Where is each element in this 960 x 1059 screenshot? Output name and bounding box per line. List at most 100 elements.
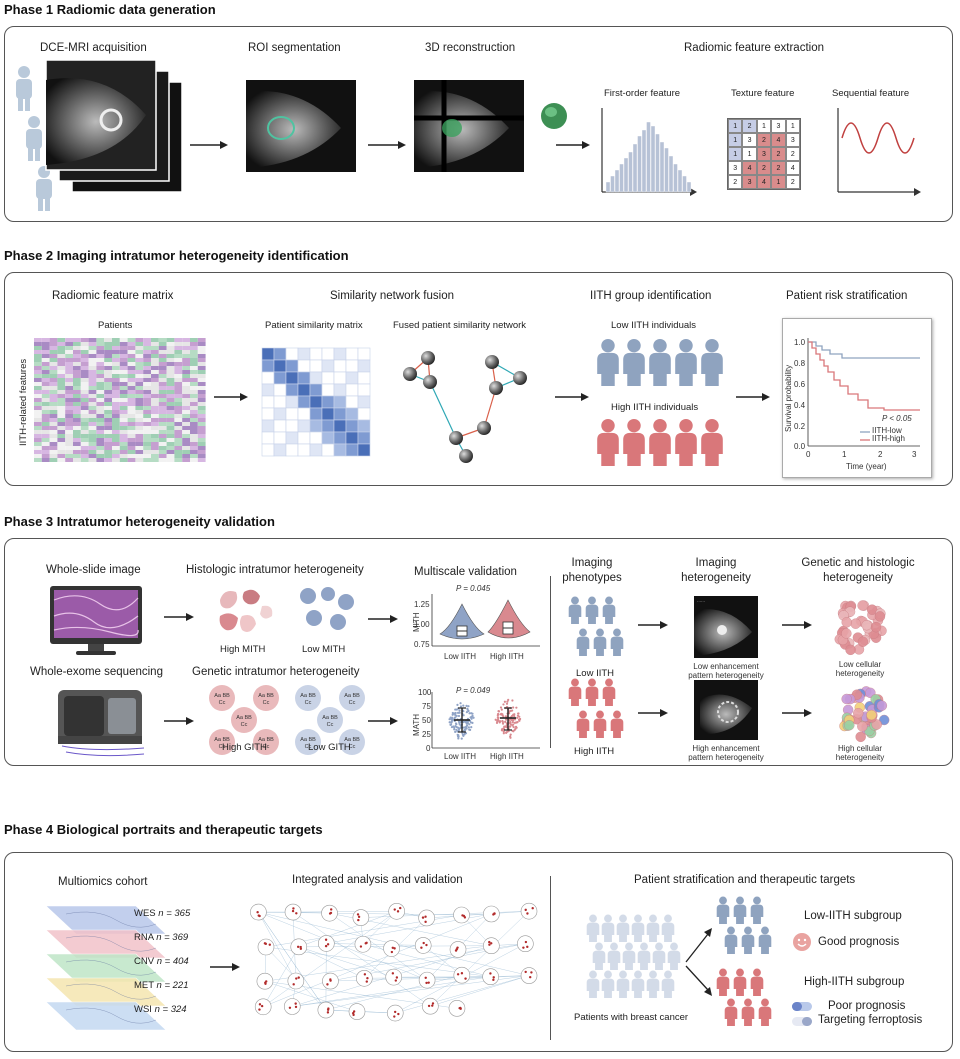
- network-node-dot: [258, 1008, 261, 1011]
- heatmap-cell: [96, 402, 105, 406]
- similarity-cell: [285, 359, 299, 373]
- phenotype-person-icon-body: [602, 604, 616, 624]
- texture-cell: 2: [742, 119, 757, 133]
- heatmap-cell: [135, 378, 144, 382]
- math-dot-low: [456, 730, 459, 733]
- histogram-bar: [646, 121, 651, 193]
- heatmap-cell: [174, 434, 183, 438]
- heatmap-cell: [174, 366, 183, 370]
- high-person-icon: [627, 418, 641, 433]
- high-person-icon: [679, 418, 693, 433]
- heatmap-cell: [135, 422, 144, 426]
- similarity-cell: [297, 371, 311, 385]
- math-dot-low: [455, 728, 458, 731]
- network-node-dot: [268, 943, 271, 946]
- heatmap-cell: [41, 378, 50, 382]
- similarity-cell: [309, 431, 323, 445]
- high-person-icon-body: [675, 432, 697, 466]
- heatmap-cell: [104, 374, 112, 378]
- heatmap-cell: [143, 434, 151, 438]
- heatmap-cell: [112, 446, 120, 450]
- heatmap-cell: [197, 378, 206, 382]
- heatmap-cell: [57, 374, 66, 378]
- network-node: [422, 997, 439, 1015]
- crowd-person-icon: [604, 970, 612, 979]
- risk-stratification-label: Patient risk stratification: [786, 290, 908, 302]
- network-node: [483, 937, 500, 954]
- heatmap-cell: [182, 410, 190, 414]
- crowd-person-icon-body: [616, 922, 630, 942]
- heatmap-cell: [174, 414, 183, 418]
- heatmap-cell: [41, 402, 50, 406]
- heatmap-cell: [174, 458, 183, 462]
- low-iith-phenotype-people: [568, 596, 624, 656]
- heatmap-cell: [96, 362, 105, 366]
- similarity-cell: [297, 431, 311, 445]
- math-dot-low: [465, 711, 468, 714]
- phenotype-person-icon: [605, 678, 613, 687]
- heatmap-cell: [112, 358, 120, 362]
- crowd-person-icon: [655, 942, 663, 951]
- feature-matrix-label: Radiomic feature matrix: [52, 290, 174, 302]
- heatmap-cell: [119, 350, 128, 354]
- phenotype-person-icon-body: [610, 636, 624, 656]
- heatmap-cell: [88, 414, 97, 418]
- network-node: [520, 967, 538, 984]
- math-dot-low: [454, 711, 457, 715]
- heatmap-cell: [96, 378, 105, 382]
- similarity-cell: [357, 359, 371, 373]
- similarity-cell: [309, 371, 323, 385]
- heatmap-cell: [104, 458, 112, 462]
- heatmap-cell: [127, 398, 136, 402]
- heatmap-cell: [104, 386, 112, 390]
- heatmap-cell: [41, 362, 50, 366]
- network-node-dot: [365, 941, 368, 945]
- snf-label: Similarity network fusion: [330, 290, 454, 302]
- heatmap-cell: [166, 402, 175, 406]
- network-node-dot: [489, 972, 492, 975]
- heatmap-cell: [80, 342, 89, 346]
- subgroup-person-icon-body: [733, 976, 747, 996]
- violin2-group-low: Low IITH: [444, 752, 477, 761]
- arrow-p4-1: [210, 963, 240, 971]
- math-dot-high: [514, 725, 518, 728]
- heatmap-cell: [158, 410, 167, 414]
- math-dot-high: [512, 723, 515, 726]
- heatmap-cell: [88, 342, 97, 346]
- heatmap-cell: [34, 410, 42, 414]
- heatmap-cell: [151, 370, 159, 374]
- histogram-bar: [682, 175, 687, 193]
- heatmap-cell: [88, 454, 97, 458]
- high-person-icon: [705, 418, 719, 433]
- phenotype-person-icon-body: [568, 604, 582, 624]
- math-dot-high: [501, 722, 505, 725]
- heatmap-cell: [143, 430, 151, 434]
- similarity-cell: [333, 359, 347, 373]
- high-iith-subgroup-people: [716, 968, 772, 1026]
- heatmap-cell: [65, 454, 73, 458]
- high-mith-cells: [219, 589, 273, 632]
- crowd-person-icon-body: [646, 978, 660, 998]
- heatmap-cell: [49, 338, 58, 342]
- heatmap-cell: [49, 398, 58, 402]
- heatmap-cell: [34, 386, 42, 390]
- network-node-dot: [390, 950, 394, 954]
- heatmap-cell: [41, 438, 50, 442]
- network-node-dot: [427, 1004, 431, 1008]
- low-mith-cells: [300, 587, 354, 630]
- violin-mith: [431, 594, 540, 647]
- features-axis-label: IITH-related features: [18, 358, 29, 446]
- violin1-ytick-1: 1.00: [414, 620, 430, 629]
- heatmap-cell: [190, 382, 198, 386]
- heatmap-cell: [65, 410, 73, 414]
- heatmap-cell: [119, 410, 128, 414]
- low-subgroup-label: Low-IITH subgroup: [804, 910, 902, 922]
- arrow-p1-3: [556, 141, 590, 149]
- similarity-cell: [285, 443, 299, 457]
- high-subgroup-label: High-IITH subgroup: [804, 976, 905, 988]
- imaging-het-l2: heterogeneity: [681, 572, 751, 584]
- heatmap-cell: [104, 418, 112, 422]
- network-node: [287, 972, 305, 990]
- similarity-cell: [297, 359, 311, 373]
